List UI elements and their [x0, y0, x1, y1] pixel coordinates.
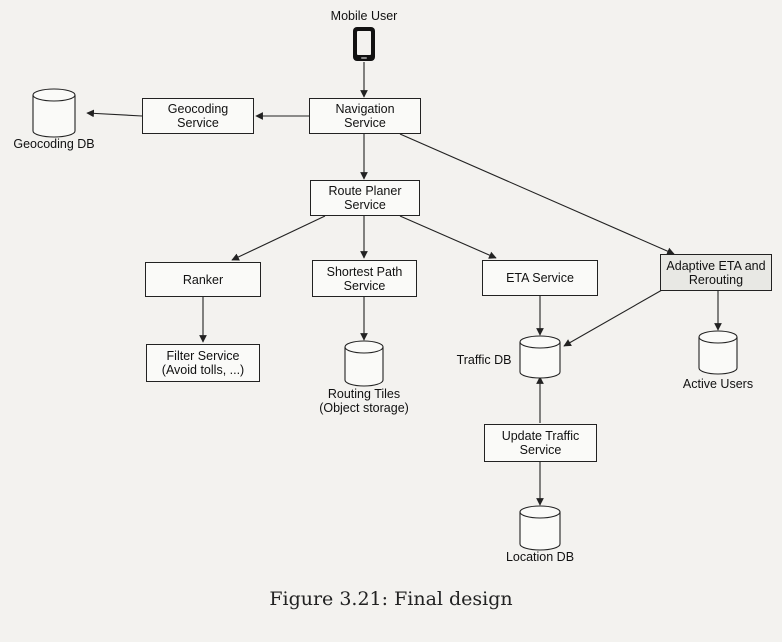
active-users-db-icon — [698, 330, 738, 375]
eta-service-node: ETA Service — [482, 260, 598, 296]
traffic-db-label: Traffic DB — [456, 353, 512, 367]
adaptive-eta-rerouting-node: Adaptive ETA and Rerouting — [660, 254, 772, 291]
arrow-route-planner-to-eta — [399, 215, 497, 259]
update-traffic-service-node: Update Traffic Service — [484, 424, 597, 462]
ranker-node: Ranker — [145, 262, 261, 297]
active-users-label: Active Users — [682, 377, 754, 391]
location-db-icon — [519, 505, 561, 551]
geocoding-service-node: Geocoding Service — [142, 98, 254, 134]
navigation-service-node: Navigation Service — [309, 98, 421, 134]
shortest-path-service-node: Shortest Path Service — [312, 260, 417, 297]
location-db-label: Location DB — [505, 550, 575, 564]
arrow-route-planner-to-ranker — [231, 215, 326, 261]
route-planner-service-node: Route Planer Service — [310, 180, 420, 216]
routing-tiles-db-icon — [344, 340, 384, 387]
mobile-phone-icon — [353, 27, 375, 61]
arrow-adaptive-to-traffic-db — [563, 289, 663, 347]
traffic-db-icon — [519, 335, 561, 379]
arrow-geocoding-to-geocoding-db — [86, 109, 143, 118]
routing-tiles-label: Routing Tiles (Object storage) — [319, 387, 409, 415]
geocoding-db-icon — [32, 88, 76, 138]
mobile-user-label: Mobile User — [330, 9, 398, 23]
figure-caption: Figure 3.21: Final design — [269, 588, 513, 610]
connections — [86, 62, 722, 506]
geocoding-db-label: Geocoding DB — [13, 137, 95, 151]
filter-service-node: Filter Service (Avoid tolls, ...) — [146, 344, 260, 382]
arrow-navigation-to-adaptive-eta — [399, 133, 675, 255]
